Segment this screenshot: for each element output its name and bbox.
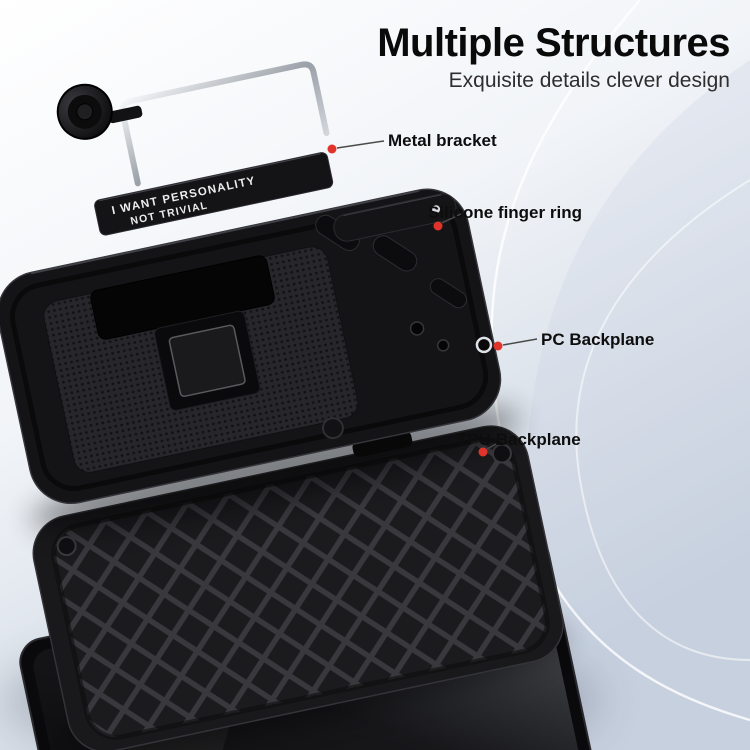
kickstand-foot: [168, 324, 246, 398]
camera-hole-1: [409, 321, 425, 336]
camera-knob: [56, 83, 143, 140]
page-subtitle: Exquisite details clever design: [448, 69, 730, 92]
callout-tpu-backplane: TPU Backplane: [457, 430, 581, 449]
tpu-corner-screw-right: [491, 443, 512, 464]
background-swoosh-fill: [525, 60, 750, 750]
camera-knob-lens: [76, 103, 94, 121]
pc-screw: [321, 417, 344, 440]
ring-strap-body: [333, 193, 457, 242]
pc-shadow: [30, 409, 520, 529]
kickstand-strip-body: [94, 152, 334, 236]
kickstand-strip-highlight: [99, 153, 321, 202]
callout-pc-backplane: PC Backplane: [541, 330, 655, 349]
ring-strap-rivet: [432, 205, 441, 214]
tpu-corner-screw-left: [56, 536, 77, 557]
metal-bracket-wire: [119, 61, 330, 187]
camera-hole-2: [436, 339, 450, 352]
callout-silicone-finger-ring: Silicone finger ring: [428, 203, 582, 222]
page-title: Multiple Structures: [377, 21, 730, 65]
metal-bracket-hook: [146, 74, 156, 101]
pc-corner-hole: [475, 336, 493, 354]
camera-knob-stem: [108, 105, 143, 124]
pc-top-highlight: [31, 190, 419, 275]
kickstand-strip: I WANT PERSONALITY NOT TRIVIAL: [94, 152, 334, 236]
metal-bracket: [119, 61, 330, 187]
ring-strap-highlight: [343, 194, 442, 217]
silicone-finger-ring-piece: [333, 193, 457, 242]
swoosh-curve-2: [575, 179, 750, 661]
armor-ridge-3: [429, 278, 467, 309]
exploded-stack: I WANT PERSONALITY NOT TRIVIAL: [0, 61, 616, 750]
header: Multiple Structures Exquisite details cl…: [377, 22, 730, 93]
callout-metal-bracket: Metal bracket: [388, 131, 497, 150]
pc-bevel: [9, 201, 489, 492]
armor-ridge-2: [372, 235, 418, 272]
pc-backplane: [0, 188, 502, 505]
